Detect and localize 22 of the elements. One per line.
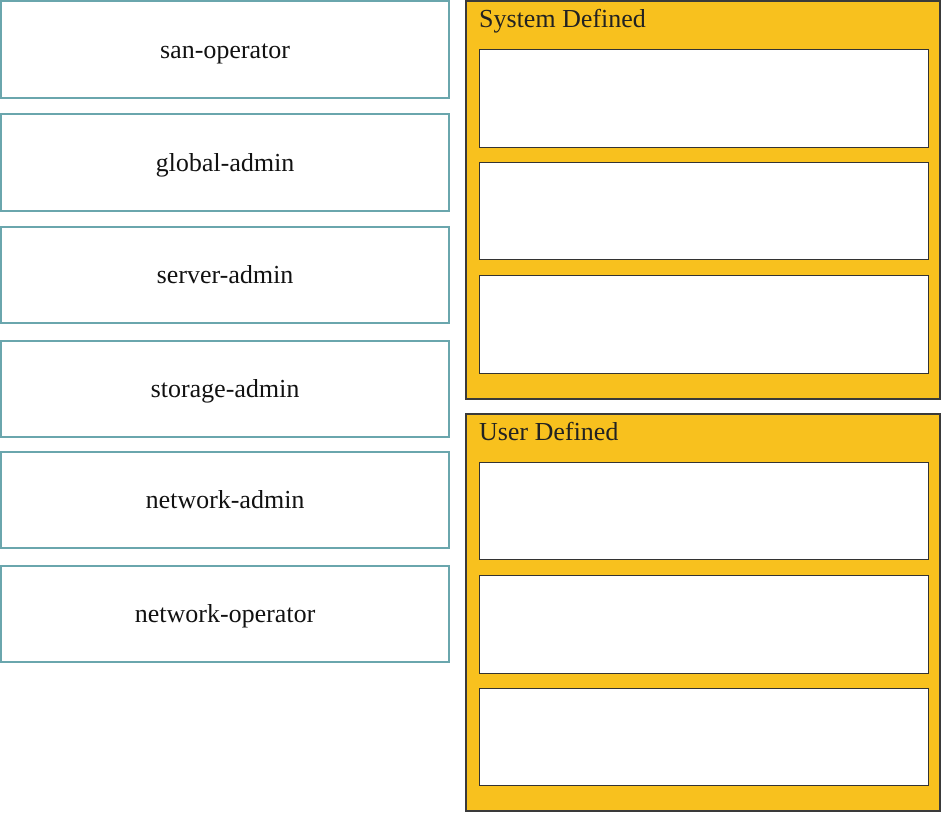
drop-slot <box>479 688 929 786</box>
role-box <box>0 0 450 99</box>
drop-slot <box>479 275 929 374</box>
drop-slot <box>479 575 929 674</box>
role-label: san-operator <box>160 34 290 64</box>
group-panel <box>465 0 941 400</box>
role-box <box>0 451 450 549</box>
group-title: User Defined <box>479 417 618 447</box>
group-title: System Defined <box>479 4 646 34</box>
role-label: global-admin <box>156 148 294 178</box>
role-box <box>0 565 450 663</box>
role-label: network-operator <box>134 599 316 629</box>
role-box <box>0 113 450 212</box>
drop-slot <box>479 162 929 260</box>
group-panel <box>465 413 941 812</box>
role-box <box>0 226 450 324</box>
role-label: server-admin <box>156 260 294 290</box>
drop-slot <box>479 462 929 560</box>
drop-slot <box>479 49 929 148</box>
role-box <box>0 340 450 438</box>
role-label: network-admin <box>146 485 304 515</box>
role-label: storage-admin <box>150 374 300 404</box>
